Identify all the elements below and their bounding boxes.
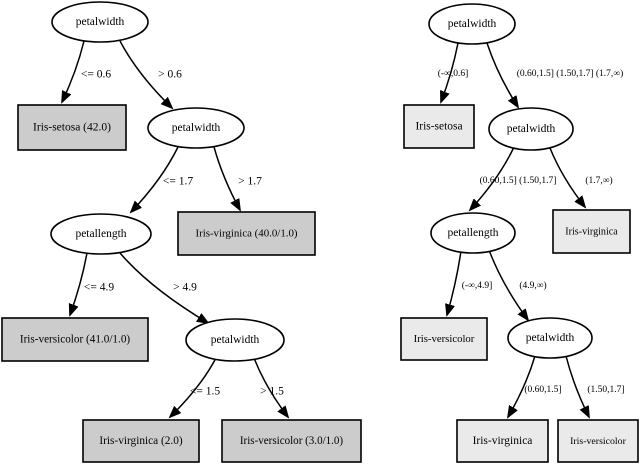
node-label: petalwidth [211,334,260,346]
leaf-node[interactable]: Iris-virginica (2.0) [82,419,200,463]
node-label: petalwidth [76,16,125,28]
decision-node[interactable]: petalwidth [428,3,516,45]
node-label: Iris-virginica [565,226,618,237]
edges-layer: <= 0.6 > 0.6 <= 1.7 > 1.7 <= 4.9 > 4.9 <= 1.5 >… [62,40,625,417]
decision-node[interactable]: petalwidth [147,107,245,149]
tree-edge [119,252,208,323]
node-label: petallength [447,227,498,239]
tree-edge [170,357,217,417]
edge-label: <= 0.6 [81,69,111,81]
node-box [400,317,488,361]
leaf-node[interactable]: Iris-versicolor (3.0/1.0) [221,419,362,463]
tree-edge [441,42,459,102]
leaf-node[interactable]: Iris-versicolor (41.0/1.0) [1,317,149,362]
node-box [552,209,631,254]
leaf-node[interactable]: Iris-setosa [403,104,475,149]
node-label: petalwidth [172,122,221,134]
tree-edge [486,42,518,107]
tree-edge [488,249,528,320]
node-label: petalwidth [526,332,575,344]
node-ellipse [50,213,152,255]
leaf-node[interactable]: Iris-versicolor [557,419,639,463]
decision-node[interactable]: petalwidth [51,1,149,43]
node-label: Iris-virginica (2.0) [99,435,182,447]
tree-edge [447,250,462,315]
edge-label: > 0.6 [158,69,182,81]
node-ellipse [51,1,149,43]
node-label: Iris-versicolor [570,436,626,447]
node-box [82,419,200,463]
edge-label: <= 1.5 [190,386,220,398]
edge-label: > 4.9 [173,282,197,294]
node-label: petallength [75,228,126,240]
tree-edge [70,252,88,315]
node-label: petalwidth [507,123,556,135]
decision-node[interactable]: petalwidth [185,318,285,362]
node-box [403,104,475,149]
node-box [456,419,549,463]
decision-node[interactable]: petallength [50,213,152,255]
tree-edge [565,355,589,417]
node-label: petalwidth [448,18,497,30]
edge-label: > 1.7 [238,176,262,188]
node-ellipse [488,107,574,151]
leaf-node[interactable]: Iris-setosa (42.0) [17,104,127,151]
edge-label: > 1.5 [260,386,284,398]
tree-edge [213,146,240,210]
edge-label: (4.9,∞) [519,280,546,291]
decision-node[interactable]: petalwidth [488,107,574,151]
node-box [177,211,316,256]
node-label: Iris-setosa (42.0) [33,122,111,134]
edge-label: (1.50,1.7] [587,384,624,395]
decision-node[interactable]: petallength [430,212,516,254]
edge-label: (1.7,∞) [585,175,612,186]
node-box [221,419,362,463]
edge-label: (0.60,1.5] (1.50,1.7] [480,175,557,186]
leaf-node[interactable]: Iris-virginica (40.0/1.0) [177,211,316,256]
edge-label: (0.60,1.5] (1.50,1.7] (1.7,∞) [517,68,624,79]
leaf-node[interactable]: Iris-virginica [456,419,549,463]
node-ellipse [430,212,516,254]
node-label: Iris-versicolor (41.0/1.0) [20,334,131,346]
tree-edge [131,146,179,212]
node-box [557,419,639,463]
node-ellipse [428,3,516,45]
node-ellipse [507,317,593,359]
decision-node[interactable]: petalwidth [507,317,593,359]
tree-edge [253,357,288,417]
tree-edge [549,147,585,207]
node-label: Iris-versicolor [414,333,475,345]
tree-edge [508,355,536,417]
node-ellipse [147,107,245,149]
node-label: Iris-versicolor (3.0/1.0) [240,435,344,447]
tree-edge [119,40,172,108]
tree-edge [62,40,85,102]
node-label: Iris-virginica [473,435,533,447]
tree-edge [470,146,515,210]
edge-label: <= 4.9 [84,282,114,294]
edge-label: (0.60,1.5] [524,384,561,395]
node-label: Iris-setosa [415,121,462,133]
node-box [1,317,149,362]
leaf-node[interactable]: Iris-versicolor [400,317,488,361]
leaf-node[interactable]: Iris-virginica [552,209,631,254]
node-ellipse [185,318,285,362]
edge-label: (-∞,0.6] [438,68,469,79]
node-label: Iris-virginica (40.0/1.0) [195,228,297,240]
edge-label: (-∞,4.9] [462,280,493,291]
edge-label: <= 1.7 [163,176,193,188]
node-box [17,104,127,151]
